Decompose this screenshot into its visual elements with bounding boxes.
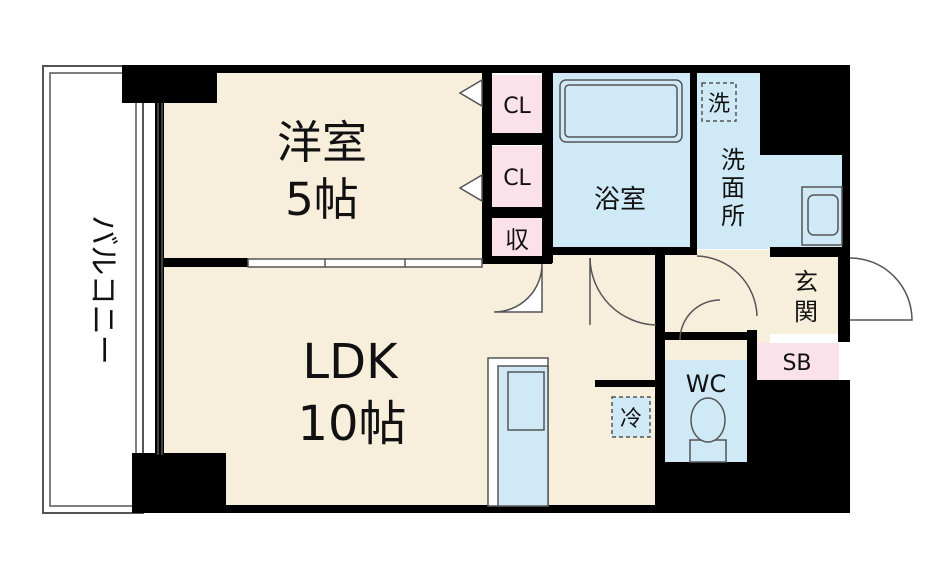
washbasin [801, 186, 843, 246]
window [157, 103, 163, 455]
wc-label: WC [686, 370, 727, 398]
balcony [42, 65, 144, 514]
shu-label: 収 [505, 226, 529, 254]
washroom-label-1: 洗 [721, 146, 745, 174]
western-room-name: 洋室 [277, 116, 367, 169]
ldk-size: 10帖 [297, 396, 406, 452]
bath-label: 浴室 [594, 185, 646, 215]
toilet [689, 397, 727, 463]
cl-top-label: CL [503, 94, 531, 119]
fridge-label: 冷 [620, 407, 642, 432]
washroom-label-3: 所 [721, 202, 745, 230]
shoe-box [755, 343, 839, 380]
entrance-floor [770, 250, 842, 334]
sliding-door [247, 258, 483, 268]
door-swings [493, 255, 913, 341]
cl-bottom-label: CL [503, 166, 531, 191]
western-room-size: 5帖 [285, 173, 359, 226]
bathtub-inner [564, 84, 678, 138]
bathtub [559, 79, 683, 143]
kitchen-counter [487, 357, 549, 507]
storage-shu [492, 218, 542, 260]
balcony-label: バルコニー [85, 215, 120, 364]
closet-top [492, 75, 542, 133]
closet-bottom [492, 146, 542, 208]
ldk-name: LDK [302, 334, 399, 390]
walls [122, 65, 850, 513]
fridge-box [611, 396, 651, 438]
sb-label: SB [782, 351, 811, 376]
washroom-label-2: 面 [721, 174, 745, 202]
washer-label: 洗 [708, 92, 730, 117]
closet-doors [458, 78, 483, 203]
washer-box [701, 82, 737, 122]
entrance-label-1: 玄 [794, 268, 818, 296]
entrance-label-2: 関 [794, 298, 818, 326]
